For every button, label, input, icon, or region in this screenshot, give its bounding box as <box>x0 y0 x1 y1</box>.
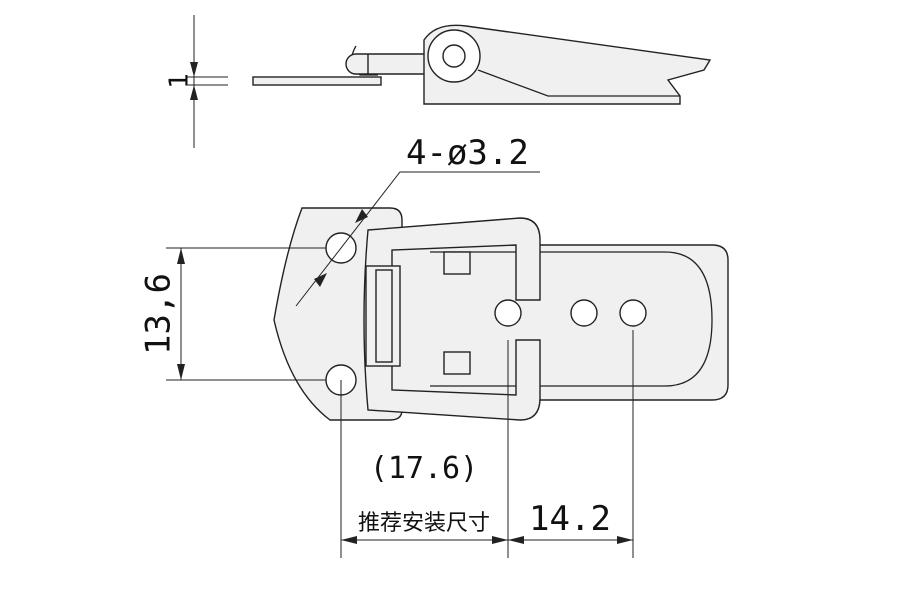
mount-arrow-right <box>492 536 508 544</box>
hole-pitch-label: 14.2 <box>529 499 611 539</box>
front-catch-inner <box>430 251 713 387</box>
thickness-arrow-bottom <box>190 85 198 100</box>
side-lever-edge <box>477 69 680 97</box>
mount-ref-label: (17.6) <box>370 451 478 486</box>
pitch-arrow-right <box>617 536 633 544</box>
hole-callout-arrow-top <box>355 209 368 223</box>
front-tab-bottom <box>443 351 471 375</box>
catch-hole-3 <box>619 299 647 327</box>
side-lever-body <box>423 24 712 105</box>
mount-note-label: 推荐安装尺寸 <box>358 511 490 536</box>
thickness-label: 1 <box>165 73 195 89</box>
front-wire-loop <box>363 217 541 421</box>
dimensions: 4-ø3.2 13,6 (17.6) 推荐安装尺寸 14.2 <box>139 133 634 558</box>
height-label: 13,6 <box>139 273 179 355</box>
mount-arrow-left <box>341 536 357 544</box>
front-catch-plate <box>387 244 729 401</box>
hole-spec-label: 4-ø3.2 <box>406 133 529 173</box>
side-base-plate <box>252 76 382 86</box>
height-arrow-bottom <box>177 364 185 380</box>
front-tab-top <box>443 251 471 275</box>
pitch-arrow-left <box>508 536 524 544</box>
hole-callout-arrow-bottom <box>314 273 327 287</box>
height-arrow-top <box>177 248 185 264</box>
front-hinge-pin <box>375 269 393 363</box>
side-pivot-inner <box>442 44 466 68</box>
catch-hole-1 <box>494 299 522 327</box>
catch-hole-2 <box>570 299 598 327</box>
side-view: 1 <box>165 15 712 148</box>
thickness-arrow-top <box>190 62 198 77</box>
front-view <box>273 207 729 421</box>
hole-callout-leader <box>295 171 540 307</box>
